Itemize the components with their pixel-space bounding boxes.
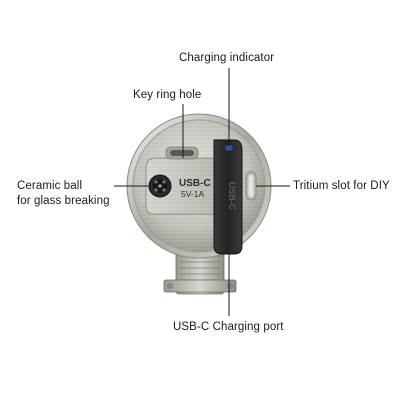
cover-engraving: USB-C [227, 182, 237, 211]
label-charging-indicator: Charging indicator [179, 52, 275, 64]
usbc-engraving: USB-C [179, 178, 211, 189]
label-ceramic-ball: Ceramic ball for glass breaking [17, 179, 110, 209]
usbc-cover: USB-C [213, 139, 243, 255]
key-ring-plate [145, 146, 223, 215]
label-ceramic-ball-line2: for glass breaking [17, 195, 110, 207]
label-tritium-slot: Tritium slot for DIY [293, 180, 390, 192]
voltage-engraving: 5V-1A [181, 189, 204, 199]
leader-lines [114, 68, 290, 316]
label-key-ring-hole: Key ring hole [133, 89, 202, 101]
tritium-slot [245, 171, 257, 201]
ceramic-ball [148, 174, 172, 198]
label-usbc-port: USB-C Charging port [173, 321, 284, 333]
pocket-clip [163, 247, 237, 295]
label-ceramic-ball-line1: Ceramic ball [17, 180, 83, 192]
charging-indicator-led [225, 145, 233, 151]
